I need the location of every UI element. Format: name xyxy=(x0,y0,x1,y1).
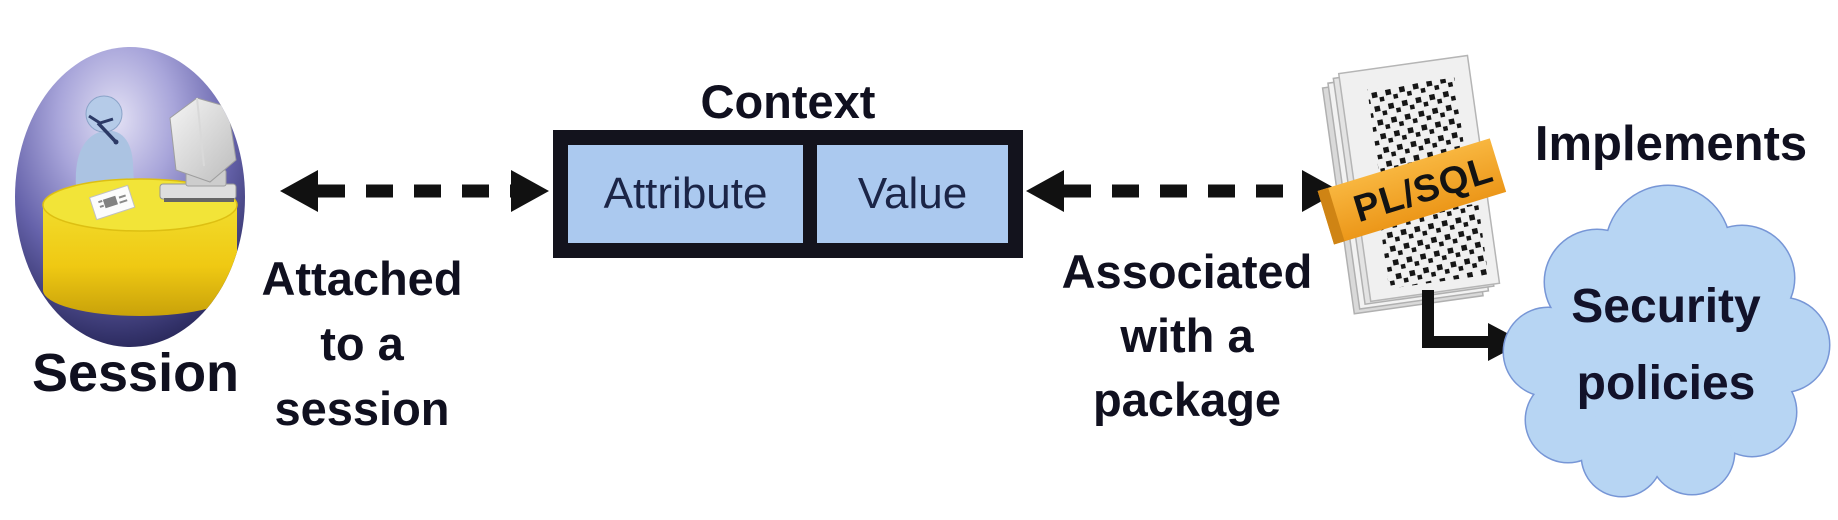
attached-line-2: to a xyxy=(320,317,404,370)
associated-line-3: package xyxy=(1092,373,1282,426)
associated-with-package-label: Associated with a package xyxy=(1032,240,1342,432)
context-value-cell: Value xyxy=(817,145,1008,243)
dashed-arrow-left xyxy=(280,170,549,212)
computer-icon xyxy=(159,97,237,202)
session-sphere-icon xyxy=(15,47,245,347)
person-icon xyxy=(75,95,134,186)
context-attribute-cell: Attribute xyxy=(568,145,804,243)
associated-line-1: Associated xyxy=(1061,245,1313,298)
session-label: Session xyxy=(31,343,240,403)
context-table: Attribute Value xyxy=(553,130,1023,258)
security-policies-label: Security policies xyxy=(1518,268,1814,422)
security-cloud-icon xyxy=(1502,184,1831,498)
attached-line-3: session xyxy=(274,382,450,435)
plsql-package-icon: PL/SQL xyxy=(1317,54,1507,315)
cloud-line-1: Security xyxy=(1571,280,1761,333)
context-title: Context xyxy=(700,75,876,128)
implements-label: Implements xyxy=(1534,117,1808,171)
paper-icon xyxy=(88,184,136,221)
attached-line-1: Attached xyxy=(261,252,463,305)
attached-to-session-label: Attached to a session xyxy=(197,246,527,441)
cloud-line-2: policies xyxy=(1576,357,1756,410)
dashed-arrow-right xyxy=(1026,170,1340,212)
associated-line-2: with a xyxy=(1120,309,1254,362)
